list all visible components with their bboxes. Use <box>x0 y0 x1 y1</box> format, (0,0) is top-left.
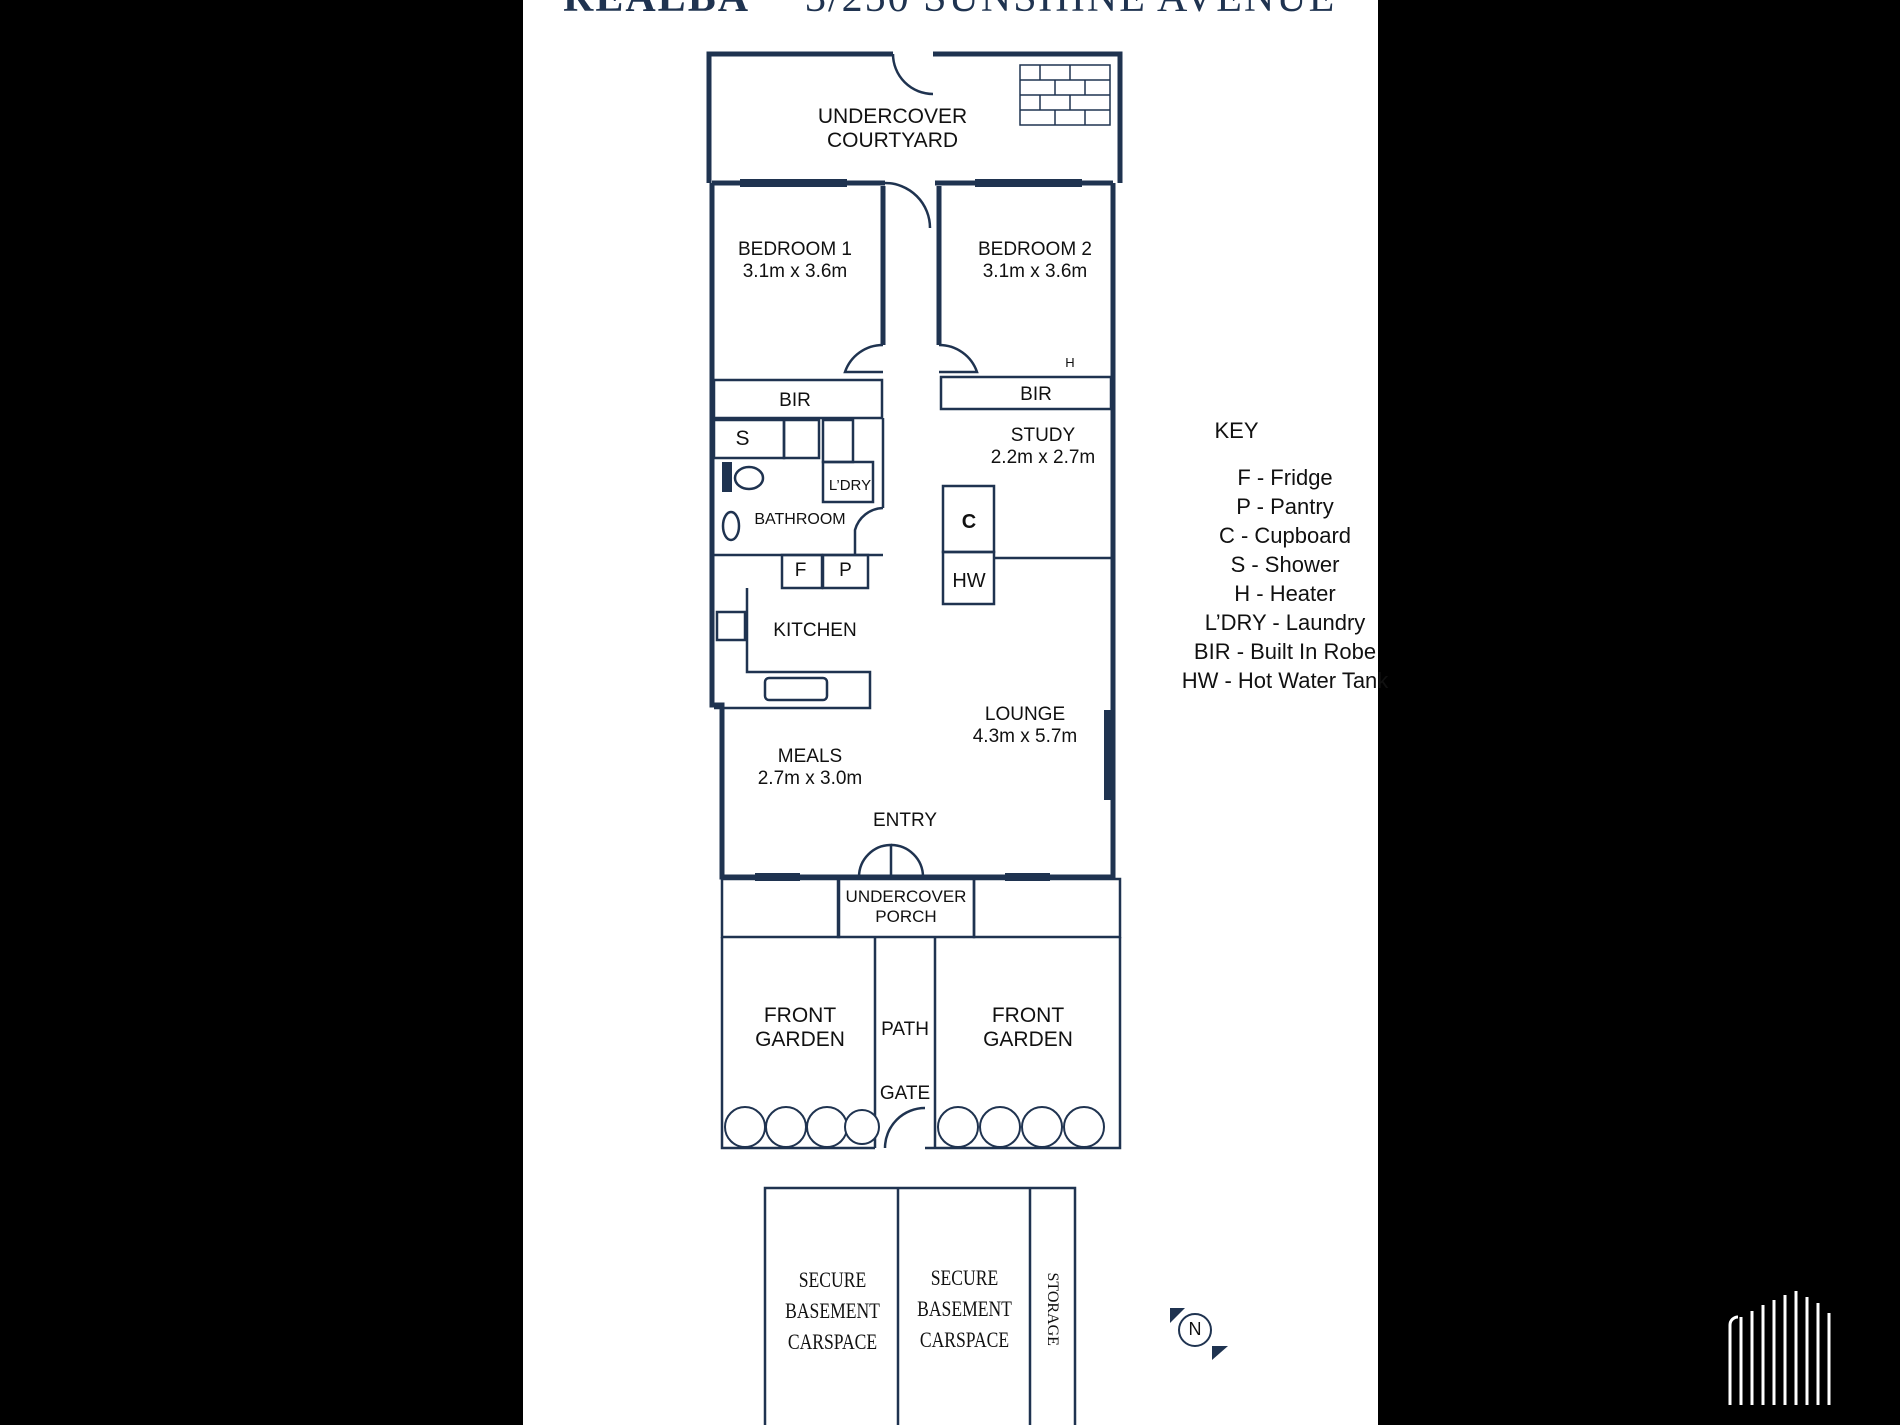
north-label: N <box>1188 1319 1202 1339</box>
fridge-label: F <box>794 560 807 581</box>
kitchen-label: KITCHEN <box>773 620 857 641</box>
courtyard-wall-right <box>933 51 1123 183</box>
heater-label-study: H <box>1065 355 1075 370</box>
brick-wall-icon <box>1019 64 1111 126</box>
porch-left <box>720 877 841 939</box>
key-item: L’DRY - Laundry <box>1204 610 1366 635</box>
key-item: H - Heater <box>1234 581 1336 606</box>
laundry-room <box>821 460 875 504</box>
bir-1 <box>712 378 884 420</box>
laundry-sink <box>821 418 855 464</box>
address-heading: 3/250 SUNSHINE AVENUE <box>805 0 1336 22</box>
key-item: C - Cupboard <box>1218 523 1352 548</box>
brand-heading: REALBA <box>563 0 750 22</box>
bedroom1-door-swing <box>884 181 932 229</box>
front-garden-left <box>720 937 875 1150</box>
path-label: PATH <box>881 1019 929 1040</box>
courtyard-door <box>891 53 934 96</box>
gate-door <box>883 1106 926 1149</box>
entry-door-left <box>857 843 893 878</box>
basement-outline <box>763 1186 1077 1425</box>
hedge-icons <box>724 1106 1105 1148</box>
cooktop <box>715 610 747 642</box>
bathroom-door <box>853 506 884 555</box>
laundry-label: L’DRY <box>828 477 872 494</box>
bathroom-label: BATHROOM <box>754 511 846 528</box>
lounge-wall-accent <box>1104 710 1113 800</box>
windows <box>740 179 1082 881</box>
courtyard-wall-left <box>706 51 893 183</box>
key-item: BIR - Built In Robe <box>1193 639 1377 664</box>
bedroom1-door <box>843 343 884 374</box>
key-item: HW - Hot Water Tank <box>1181 668 1389 693</box>
key-item: F - Fridge <box>1237 465 1333 490</box>
brand-logo-icon <box>1728 1291 1831 1405</box>
key-item: P - Pantry <box>1236 494 1334 519</box>
hotwater-label: HW <box>952 570 986 592</box>
north-arrow-icon <box>1170 1308 1228 1360</box>
front-garden-right <box>925 937 1122 1150</box>
gate-label: GATE <box>879 1083 931 1104</box>
pantry-box <box>821 553 870 590</box>
hotwater-box <box>941 550 996 606</box>
key-title: KEY <box>1214 418 1259 443</box>
toilet <box>733 465 765 491</box>
entry-door-right <box>890 843 925 878</box>
bir2-label: BIR <box>1020 384 1052 405</box>
basin <box>721 510 741 542</box>
key-legend: KEY F - Fridge P - Pantry C - Cupboard S… <box>1155 416 1415 695</box>
pantry-label: P <box>839 560 852 581</box>
porch-right <box>972 877 1122 939</box>
shower-label: S <box>735 427 750 450</box>
storage-label: STORAGE <box>1044 1272 1062 1346</box>
entry-label: ENTRY <box>872 810 938 831</box>
cupboard-label: C <box>961 511 977 533</box>
kitchen-bench <box>714 588 872 710</box>
kitchen-sink <box>763 676 829 702</box>
bir-2 <box>939 375 1113 411</box>
key-item: S - Shower <box>1230 552 1340 577</box>
bedroom2-door <box>938 343 979 374</box>
bir1-label: BIR <box>779 390 811 411</box>
